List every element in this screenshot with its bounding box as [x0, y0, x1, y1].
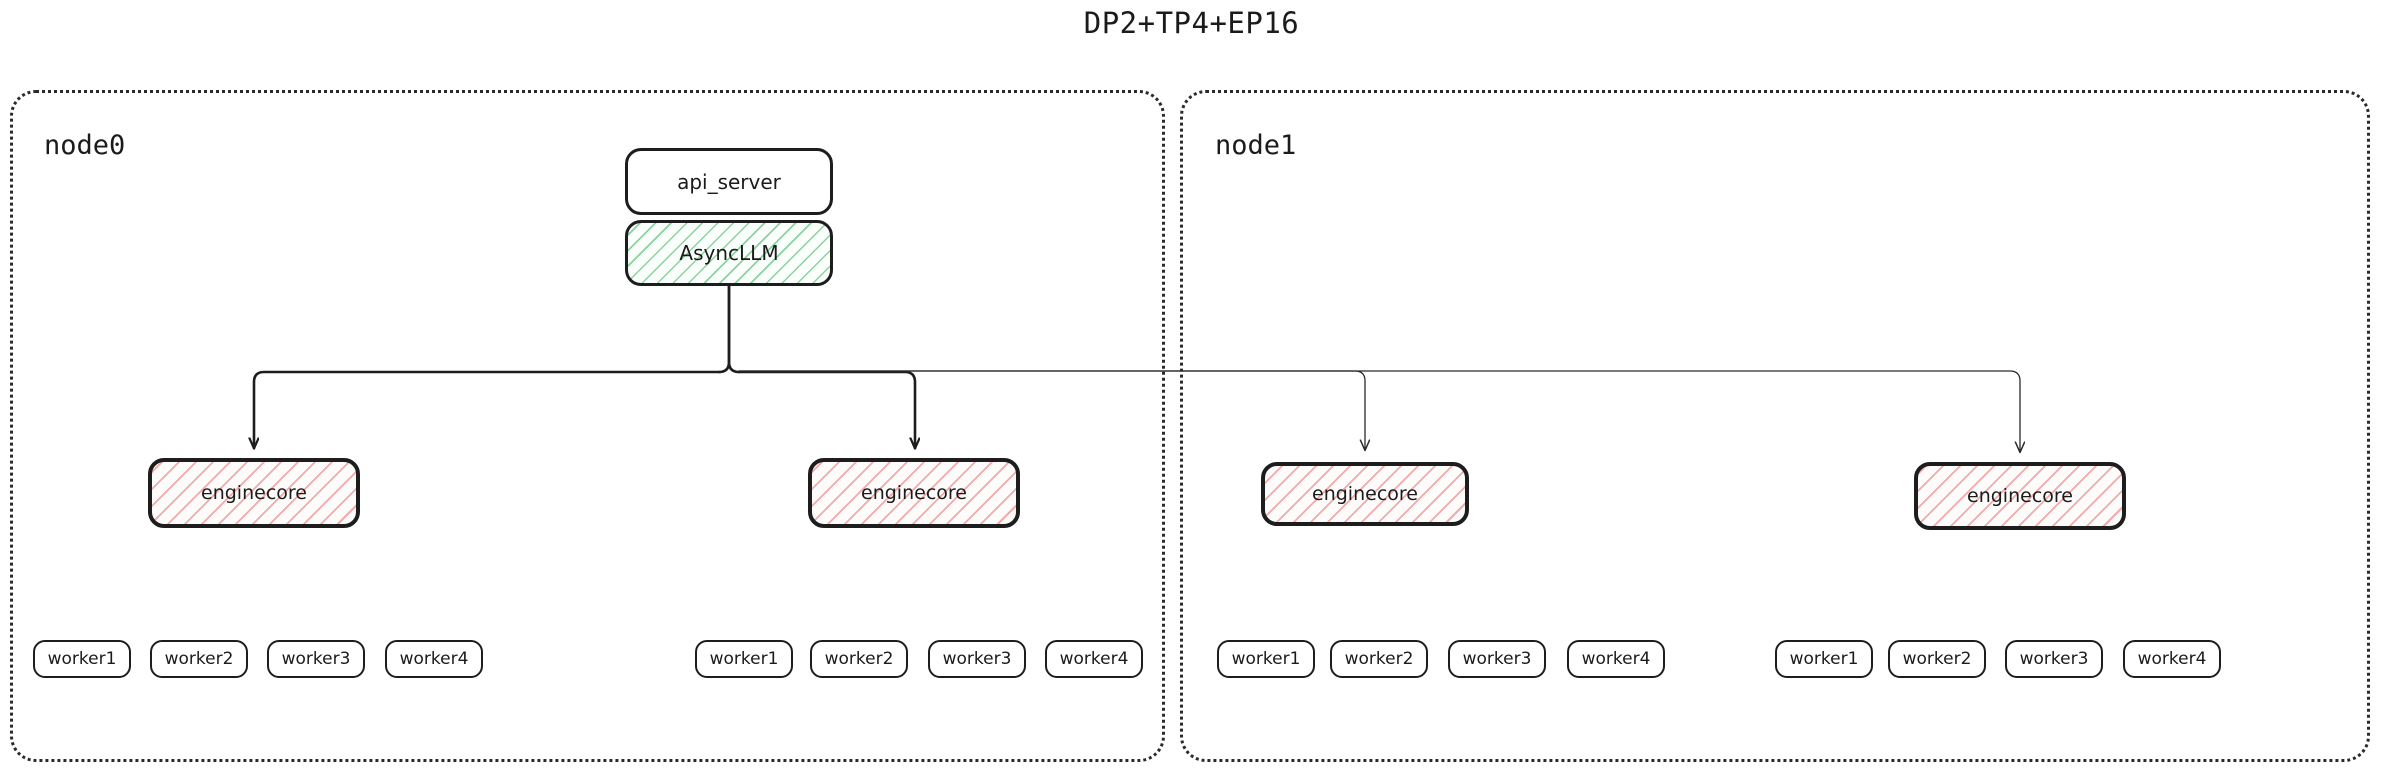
worker-label: worker2 [164, 649, 234, 669]
box-enginecore-label: enginecore [1312, 483, 1418, 505]
box-worker-g3-2[interactable]: worker2 [1888, 640, 1986, 678]
box-worker-g0-1[interactable]: worker1 [33, 640, 131, 678]
worker-label: worker1 [47, 649, 117, 669]
box-worker-g1-4[interactable]: worker4 [1045, 640, 1143, 678]
box-worker-g3-4[interactable]: worker4 [2123, 640, 2221, 678]
box-enginecore-node0-1[interactable]: enginecore [808, 458, 1020, 528]
node-label-node1: node1 [1215, 130, 1297, 161]
box-worker-g3-3[interactable]: worker3 [2005, 640, 2103, 678]
box-async-llm[interactable]: AsyncLLM [625, 220, 833, 286]
worker-label: worker2 [1902, 649, 1972, 669]
box-async-llm-label: AsyncLLM [679, 241, 779, 265]
box-enginecore-node1-0[interactable]: enginecore [1261, 462, 1469, 526]
box-worker-g0-4[interactable]: worker4 [385, 640, 483, 678]
box-enginecore-label: enginecore [201, 482, 307, 504]
box-worker-g1-3[interactable]: worker3 [928, 640, 1026, 678]
box-worker-g2-2[interactable]: worker2 [1330, 640, 1428, 678]
worker-label: worker4 [2137, 649, 2207, 669]
worker-label: worker4 [399, 649, 469, 669]
node-label-node0: node0 [44, 130, 126, 161]
worker-label: worker3 [1462, 649, 1532, 669]
box-worker-g1-1[interactable]: worker1 [695, 640, 793, 678]
box-enginecore-label: enginecore [1967, 485, 2073, 507]
box-api-server-label: api_server [677, 169, 781, 194]
box-worker-g2-4[interactable]: worker4 [1567, 640, 1665, 678]
box-worker-g0-3[interactable]: worker3 [267, 640, 365, 678]
worker-label: worker1 [1789, 649, 1859, 669]
worker-label: worker3 [942, 649, 1012, 669]
worker-label: worker2 [1344, 649, 1414, 669]
worker-label: worker3 [281, 649, 351, 669]
page-title: DP2+TP4+EP16 [1083, 6, 1300, 40]
worker-label: worker1 [709, 649, 779, 669]
box-enginecore-node1-1[interactable]: enginecore [1914, 462, 2126, 530]
worker-label: worker4 [1059, 649, 1129, 669]
worker-label: worker1 [1231, 649, 1301, 669]
worker-label: worker2 [824, 649, 894, 669]
worker-label: worker4 [1581, 649, 1651, 669]
box-worker-g0-2[interactable]: worker2 [150, 640, 248, 678]
box-enginecore-label: enginecore [861, 482, 967, 504]
box-worker-g1-2[interactable]: worker2 [810, 640, 908, 678]
box-worker-g2-3[interactable]: worker3 [1448, 640, 1546, 678]
worker-label: worker3 [2019, 649, 2089, 669]
box-enginecore-node0-0[interactable]: enginecore [148, 458, 360, 528]
box-worker-g3-1[interactable]: worker1 [1775, 640, 1873, 678]
box-api-server[interactable]: api_server [625, 148, 833, 215]
box-worker-g2-1[interactable]: worker1 [1217, 640, 1315, 678]
